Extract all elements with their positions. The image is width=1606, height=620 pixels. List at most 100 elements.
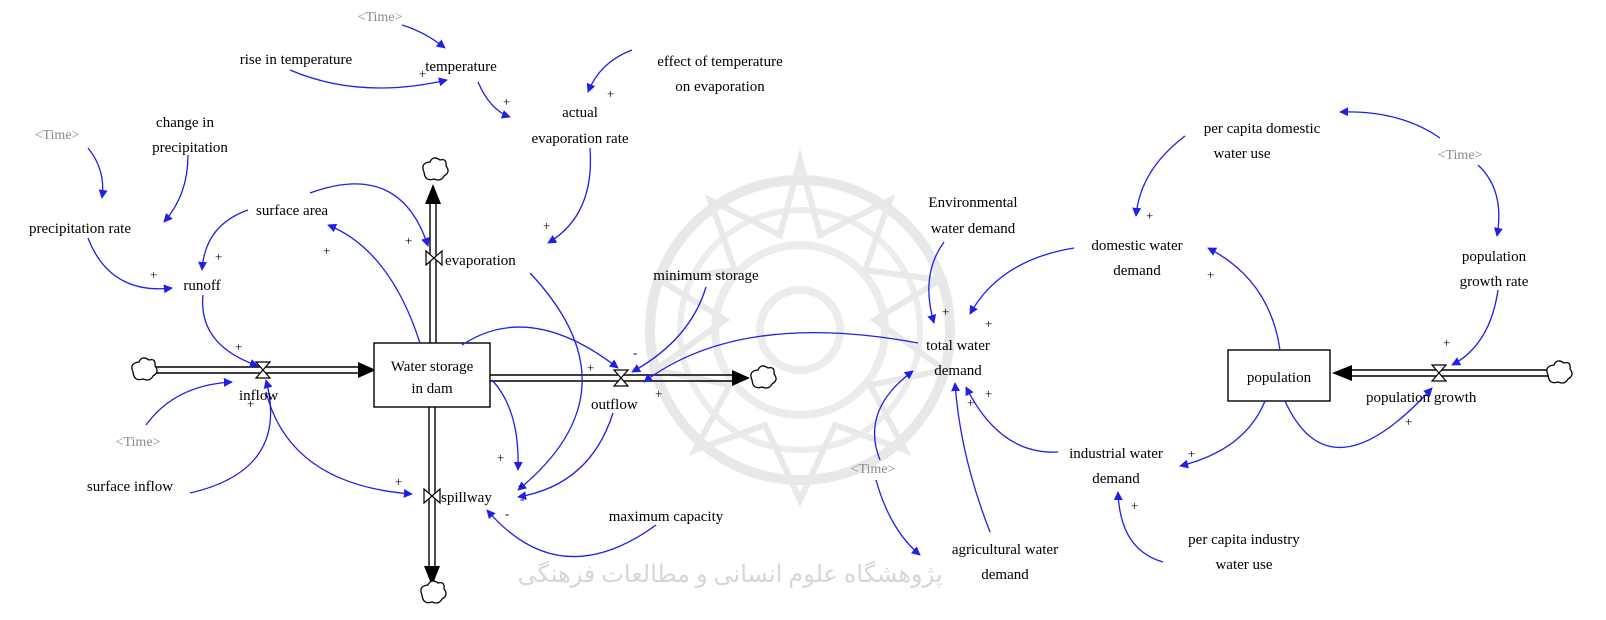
svg-text:+: + xyxy=(1146,208,1153,223)
var-change-in-precipitation-line1[interactable]: change in xyxy=(156,115,214,131)
var-actual-evaporation-rate-line1[interactable]: actual xyxy=(562,105,598,121)
link-max-capacity-to-spillway xyxy=(486,509,657,558)
link-storage-to-outflow xyxy=(461,326,619,369)
var-effect-of-temperature-line1[interactable]: effect of temperature xyxy=(657,54,783,70)
shadow-time-4: <Time> xyxy=(1438,148,1483,163)
var-actual-evaporation-rate-line2[interactable]: evaporation rate xyxy=(531,131,628,147)
svg-text:+: + xyxy=(1188,446,1195,461)
svg-text:+: + xyxy=(247,396,254,411)
svg-text:-: - xyxy=(505,506,509,521)
link-population-to-growth xyxy=(1284,387,1433,449)
outflow-valve-icon xyxy=(612,369,630,387)
svg-text:+: + xyxy=(150,267,157,282)
var-precipitation-rate[interactable]: precipitation rate xyxy=(29,221,131,237)
stock-population-label: population xyxy=(1247,370,1312,386)
var-environmental-water-demand-line1[interactable]: Environmental xyxy=(928,195,1017,211)
var-minimum-storage[interactable]: minimum storage xyxy=(653,268,759,284)
link-industrial-to-total xyxy=(965,386,1059,453)
shadow-time-5: <Time> xyxy=(851,462,896,477)
source-cloud-inflow xyxy=(131,357,158,381)
link-surface-area-to-runoff xyxy=(198,209,249,271)
link-domestic-to-total xyxy=(969,247,1075,315)
svg-text:+: + xyxy=(1443,335,1450,350)
link-growth-rate-to-growth xyxy=(1451,289,1499,366)
svg-text:+: + xyxy=(235,339,242,354)
svg-text:+: + xyxy=(215,249,222,264)
var-population-growth-rate-line1[interactable]: population xyxy=(1462,249,1527,265)
sink-cloud-evaporation xyxy=(422,157,449,181)
population-growth-pipe xyxy=(1332,365,1548,381)
watermark-text: پژوهشگاه علوم انسانی و مطالعات فرهنگی xyxy=(517,560,942,588)
source-cloud-population xyxy=(1546,360,1573,384)
link-effect-to-actual-evap xyxy=(586,49,633,93)
var-domestic-water-demand-line1[interactable]: domestic water xyxy=(1091,238,1182,254)
flow-evaporation-label[interactable]: evaporation xyxy=(445,253,516,269)
stock-population[interactable]: population xyxy=(1227,349,1331,402)
population-growth-valve-icon xyxy=(1430,364,1448,382)
link-agricultural-to-total xyxy=(951,382,991,533)
var-industrial-water-demand-line2[interactable]: demand xyxy=(1092,471,1140,487)
svg-text:+: + xyxy=(395,474,402,489)
var-effect-of-temperature-line2[interactable]: on evaporation xyxy=(675,79,765,95)
shadow-time-1: <Time> xyxy=(358,10,403,25)
svg-text:-: - xyxy=(633,345,637,360)
var-per-capita-domestic-line1[interactable]: per capita domestic xyxy=(1204,121,1321,137)
var-maximum-capacity[interactable]: maximum capacity xyxy=(609,509,724,525)
var-population-growth-rate-line2[interactable]: growth rate xyxy=(1460,274,1529,290)
link-time-to-growth-rate xyxy=(1477,164,1503,237)
svg-text:+: + xyxy=(985,316,992,331)
link-rise-to-temperature xyxy=(289,69,448,89)
var-industrial-water-demand-line1[interactable]: industrial water xyxy=(1069,446,1163,462)
link-storage-to-surface-area xyxy=(327,223,421,344)
var-temperature[interactable]: temperature xyxy=(425,59,497,75)
link-time-to-inflow xyxy=(145,377,233,426)
link-env-to-total xyxy=(927,241,945,324)
svg-text:+: + xyxy=(607,86,614,101)
var-environmental-water-demand-line2[interactable]: water demand xyxy=(931,221,1016,237)
var-agricultural-water-demand-line1[interactable]: agricultural water xyxy=(952,542,1058,558)
flow-outflow-label[interactable]: outflow xyxy=(591,397,638,413)
var-domestic-water-demand-line2[interactable]: demand xyxy=(1113,263,1161,279)
var-per-capita-industry-line1[interactable]: per capita industry xyxy=(1188,532,1300,548)
shadow-time-3: <Time> xyxy=(116,435,161,450)
link-percap-industry-to-industrial xyxy=(1113,491,1164,563)
var-total-water-demand-line1[interactable]: total water xyxy=(926,338,990,354)
evaporation-pipe xyxy=(425,184,441,343)
svg-text:+: + xyxy=(405,233,412,248)
var-rise-in-temperature[interactable]: rise in temperature xyxy=(240,52,353,68)
var-surface-area[interactable]: surface area xyxy=(256,203,328,219)
link-surface-inflow-to-inflow xyxy=(189,379,273,494)
link-min-storage-to-outflow xyxy=(631,286,707,373)
svg-text:+: + xyxy=(1131,498,1138,513)
link-outflow-to-spillway xyxy=(517,412,614,501)
svg-text:+: + xyxy=(497,450,504,465)
svg-text:+: + xyxy=(1207,267,1214,282)
evaporation-valve-icon xyxy=(425,249,443,267)
svg-text:+: + xyxy=(1405,414,1412,429)
flow-population-growth-label[interactable]: population growth xyxy=(1366,390,1477,406)
link-time-to-precip-rate xyxy=(87,147,108,199)
link-population-to-domestic xyxy=(1207,247,1281,351)
var-per-capita-domestic-line2[interactable]: water use xyxy=(1213,146,1270,162)
var-agricultural-water-demand-line2[interactable]: demand xyxy=(981,567,1029,583)
var-total-water-demand-line2[interactable]: demand xyxy=(934,363,982,379)
stock-water-storage[interactable]: Water storage in dam xyxy=(373,342,491,408)
stock-water-storage-label-line1: Water storage xyxy=(391,359,474,375)
var-surface-inflow[interactable]: surface inflow xyxy=(87,479,173,495)
watermark-emblem xyxy=(645,148,955,508)
flow-spillway-label[interactable]: spillway xyxy=(441,490,492,506)
var-runoff[interactable]: runoff xyxy=(183,278,220,294)
link-runoff-to-inflow xyxy=(201,294,259,368)
flow-inflow-label[interactable]: inflow xyxy=(239,388,278,404)
svg-text:+: + xyxy=(967,395,974,410)
var-change-in-precipitation-line2[interactable]: precipitation xyxy=(152,140,228,156)
svg-text:+: + xyxy=(503,94,510,109)
svg-text:+: + xyxy=(655,386,662,401)
link-total-demand-to-outflow xyxy=(643,332,919,383)
svg-text:+: + xyxy=(942,304,949,319)
svg-text:+: + xyxy=(985,386,992,401)
spillway-valve-icon xyxy=(423,487,441,505)
link-time-to-agricultural xyxy=(875,479,921,556)
var-per-capita-industry-line2[interactable]: water use xyxy=(1215,557,1272,573)
link-precip-to-runoff xyxy=(87,237,173,294)
